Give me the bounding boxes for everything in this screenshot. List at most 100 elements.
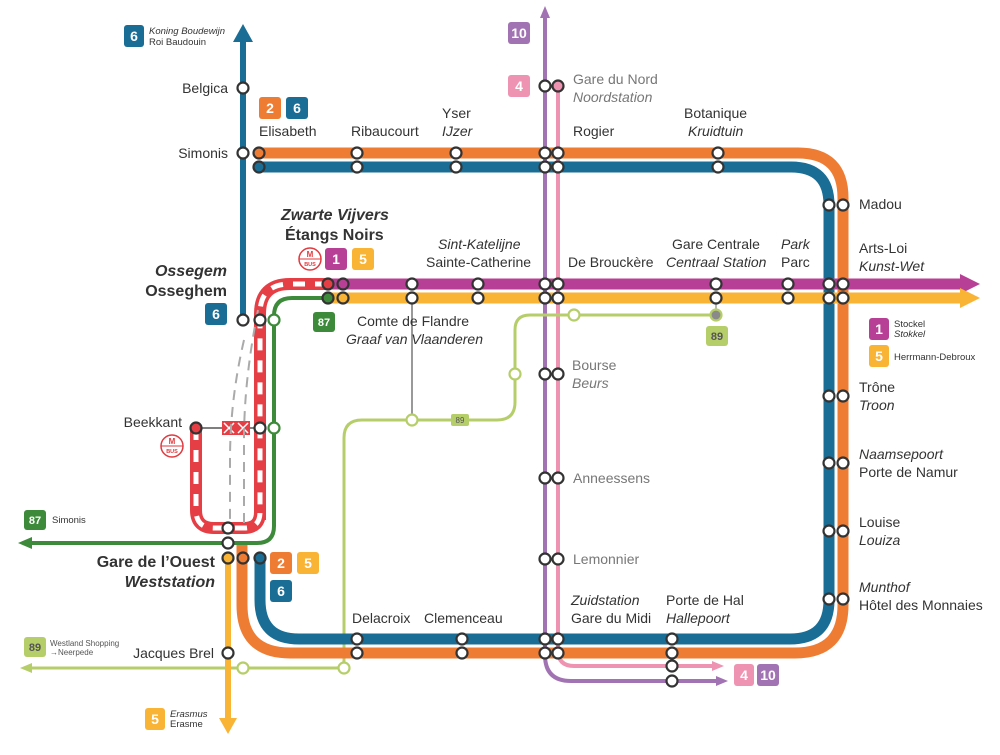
station-lemonnier: Lemonnier: [573, 551, 639, 567]
svg-text:2: 2: [277, 555, 285, 571]
badge-line89: 89: [706, 326, 728, 346]
badges-south-4-10: 4 10: [734, 664, 779, 686]
station-louise: Louise: [859, 514, 900, 530]
svg-text:89: 89: [456, 416, 465, 425]
badge-line87: 87: [313, 312, 335, 332]
svg-text:4: 4: [515, 78, 523, 94]
station-anneessens: Anneessens: [573, 470, 650, 486]
terminal-name: Roi Baudouin: [149, 37, 206, 48]
line-5-track: [219, 288, 980, 734]
svg-text:BUS: BUS: [166, 449, 178, 455]
terminal-line6-north: 6 Koning Boudewijn Roi Baudouin: [124, 25, 225, 48]
svg-text:10: 10: [760, 667, 776, 683]
station-delacroix: Delacroix: [352, 610, 410, 626]
svg-text:BUS: BUS: [304, 262, 316, 268]
station-centraal-station: Centraal Station: [666, 254, 767, 270]
terminal-line89-west: 89 Westland Shopping →Neerpede: [24, 637, 119, 657]
station-beekkant: Beekkant: [124, 414, 182, 430]
terminal-line5-south: 5 Erasmus Erasme: [145, 708, 208, 730]
svg-text:10: 10: [511, 25, 527, 41]
station-porte-de-hal: Porte de Hal: [666, 592, 744, 608]
svg-text:Westland Shopping: Westland Shopping: [50, 639, 119, 648]
station-gare-centrale: Gare Centrale: [672, 236, 760, 252]
station-yser: Yser: [442, 105, 471, 121]
station-weststation: Weststation: [125, 574, 216, 591]
station-jacques-brel: Jacques Brel: [133, 645, 214, 661]
station-rogier: Rogier: [573, 123, 615, 139]
station-munthof: Munthof: [859, 579, 912, 595]
metro-bus-logo: M BUS: [160, 434, 184, 458]
svg-text:6: 6: [277, 583, 285, 599]
station-de-brouckere: De Brouckère: [568, 254, 654, 270]
svg-text:87: 87: [318, 317, 330, 329]
badge-line4-north: 4: [508, 75, 530, 97]
badges-etangs-noirs: 1 5: [325, 248, 374, 270]
station-elisabeth: Elisabeth: [259, 123, 317, 139]
svg-text:1: 1: [332, 251, 340, 267]
svg-text:5: 5: [875, 348, 883, 364]
station-louiza: Louiza: [859, 532, 900, 548]
badge-line6: 6: [130, 28, 138, 44]
badge-line6-ossegem: 6: [205, 303, 227, 325]
svg-text:87: 87: [29, 515, 41, 527]
svg-text:Herrmann-Debroux: Herrmann-Debroux: [894, 352, 976, 363]
station-comte-de-flandre: Comte de Flandre: [357, 313, 469, 329]
station-parc: Parc: [781, 254, 810, 270]
station-gare-de-louest: Gare de l’Ouest: [97, 554, 216, 571]
svg-text:2: 2: [266, 100, 274, 116]
svg-text:5: 5: [151, 711, 159, 727]
station-kunst-wet: Kunst-Wet: [859, 258, 925, 274]
station-ijzer: IJzer: [442, 123, 474, 139]
station-gare-du-midi: Gare du Midi: [571, 610, 651, 626]
station-naamsepoort: Naamsepoort: [859, 446, 944, 462]
station-beurs: Beurs: [572, 375, 609, 391]
station-ossegem: Ossegem: [155, 263, 227, 280]
terminal-line87-west: 87 Simonis: [24, 510, 86, 530]
svg-text:1: 1: [875, 321, 883, 337]
station-hallepoort: Hallepoort: [666, 610, 731, 626]
svg-text:89: 89: [29, 642, 41, 654]
station-zwarte-vijvers: Zwarte Vijvers: [280, 207, 389, 224]
svg-text:6: 6: [293, 100, 301, 116]
badges-gare-ouest: 2 5 6: [270, 552, 319, 602]
station-noordstation: Noordstation: [573, 89, 653, 105]
svg-text:→Neerpede: →Neerpede: [50, 648, 94, 657]
badge-line89-small: 89: [451, 414, 469, 426]
station-madou: Madou: [859, 196, 902, 212]
station-zuidstation: Zuidstation: [570, 592, 640, 608]
svg-text:Simonis: Simonis: [52, 515, 86, 526]
station-clemenceau: Clemenceau: [424, 610, 503, 626]
terminal-line1-east: 1 Stockel Stokkel: [869, 318, 926, 340]
station-simonis: Simonis: [178, 145, 228, 161]
station-kruidtuin: Kruidtuin: [688, 123, 743, 139]
svg-text:5: 5: [304, 555, 312, 571]
metro-bus-logo: M BUS: [298, 247, 322, 271]
svg-text:4: 4: [740, 667, 748, 683]
line-2-track: [236, 147, 849, 659]
station-labels: Belgica Simonis Elisabeth Ribaucourt Yse…: [97, 71, 983, 661]
station-dots: [189, 79, 850, 688]
station-ribaucourt: Ribaucourt: [351, 123, 419, 139]
station-gare-du-nord: Gare du Nord: [573, 71, 658, 87]
station-graaf-van-vlaanderen: Graaf van Vlaanderen: [346, 331, 483, 347]
station-porte-de-namur: Porte de Namur: [859, 464, 958, 480]
station-etangs-noirs: Étangs Noirs: [285, 225, 384, 244]
badge-line10-north: 10: [508, 22, 530, 44]
svg-text:89: 89: [711, 331, 723, 343]
svg-text:M: M: [307, 250, 314, 259]
svg-text:M: M: [169, 437, 176, 446]
svg-text:Stockel: Stockel: [894, 319, 925, 330]
svg-text:6: 6: [212, 306, 220, 322]
svg-text:Erasme: Erasme: [170, 719, 203, 730]
station-hotel-des-monnaies: Hôtel des Monnaies: [859, 597, 983, 613]
svg-text:5: 5: [359, 251, 367, 267]
svg-text:Erasmus: Erasmus: [170, 709, 208, 720]
badges-elisabeth: 2 6: [259, 97, 308, 119]
svg-text:Stokkel: Stokkel: [894, 329, 926, 340]
station-belgica: Belgica: [182, 80, 228, 96]
station-osseghem: Osseghem: [145, 283, 227, 300]
station-bourse: Bourse: [572, 357, 617, 373]
line-1-track: [328, 274, 980, 294]
station-sint-katelijne: Sint-Katelijne: [438, 236, 521, 252]
